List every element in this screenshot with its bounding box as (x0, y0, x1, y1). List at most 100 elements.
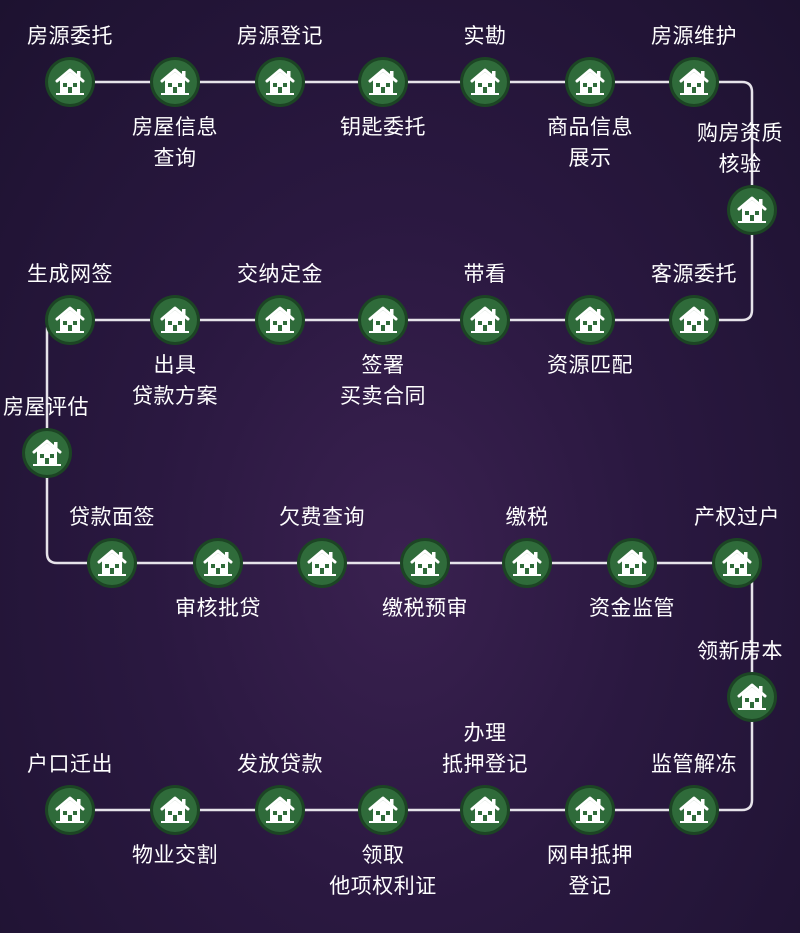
step-label-s19: 欠费查询 (279, 502, 365, 533)
house-icon (21, 427, 73, 483)
step-node-s29 (254, 784, 306, 836)
step-node-s30 (149, 784, 201, 836)
step-label-line: 房屋信息 (132, 115, 218, 139)
house-icon (149, 56, 201, 112)
step-node-s26 (564, 784, 616, 836)
step-label-line: 缴税预审 (382, 596, 468, 620)
house-icon (711, 537, 763, 593)
step-label-line: 网申抵押 (547, 843, 633, 867)
step-label-s15: 生成网签 (27, 259, 113, 290)
step-label-line: 缴税 (505, 505, 549, 529)
step-label-line: 监管解冻 (651, 752, 737, 776)
step-label-s18: 审核批贷 (175, 593, 261, 624)
step-label-line: 资金监管 (589, 596, 675, 620)
step-label-s23: 产权过户 (694, 502, 780, 533)
step-node-s6 (564, 56, 616, 108)
house-icon (399, 537, 451, 593)
house-icon (296, 537, 348, 593)
step-label-line: 资源匹配 (547, 353, 633, 377)
step-label-line: 带看 (463, 262, 507, 286)
step-node-s19 (296, 537, 348, 589)
house-icon (726, 671, 778, 727)
flow-connector-line (45, 80, 754, 812)
step-node-s4 (357, 56, 409, 108)
step-label-line: 买卖合同 (340, 384, 426, 408)
house-icon (564, 294, 616, 350)
step-label-s11: 带看 (464, 259, 507, 290)
step-node-s9 (668, 294, 720, 346)
step-label-line: 办理 (463, 721, 507, 745)
house-icon (357, 56, 409, 112)
step-node-s25 (668, 784, 720, 836)
step-label-line: 签署 (361, 353, 405, 377)
house-icon (192, 537, 244, 593)
step-node-s31 (44, 784, 96, 836)
step-label-s6: 商品信息展示 (547, 112, 633, 174)
house-icon (726, 184, 778, 240)
step-node-s27 (459, 784, 511, 836)
house-icon (254, 784, 306, 840)
step-label-s12: 签署买卖合同 (340, 350, 426, 412)
step-label-line: 交纳定金 (237, 262, 323, 286)
step-label-line: 登记 (568, 874, 612, 898)
step-label-s9: 客源委托 (651, 259, 737, 290)
step-label-s31: 户口迁出 (27, 749, 113, 780)
step-label-s3: 房源登记 (237, 21, 323, 52)
step-label-s1: 房源委托 (27, 21, 113, 52)
step-label-line: 抵押登记 (442, 752, 528, 776)
step-label-line: 产权过户 (694, 505, 780, 529)
step-label-s16: 房屋评估 (3, 392, 89, 423)
house-icon (668, 294, 720, 350)
step-node-s24 (726, 671, 778, 723)
step-label-s14: 出具贷款方案 (132, 350, 218, 412)
step-label-s10: 资源匹配 (547, 350, 633, 381)
step-label-line: 购房资质 (697, 121, 783, 145)
house-icon (564, 56, 616, 112)
step-label-s20: 缴税预审 (382, 593, 468, 624)
step-label-s5: 实勘 (464, 21, 507, 52)
house-icon (357, 784, 409, 840)
step-label-line: 实勘 (463, 24, 507, 48)
step-node-s1 (44, 56, 96, 108)
step-node-s13 (254, 294, 306, 346)
step-node-s20 (399, 537, 451, 589)
step-label-line: 查询 (153, 146, 197, 170)
step-node-s5 (459, 56, 511, 108)
house-icon (86, 537, 138, 593)
house-icon (357, 294, 409, 350)
step-node-s16 (21, 427, 73, 479)
step-node-s14 (149, 294, 201, 346)
house-icon (44, 784, 96, 840)
house-icon (564, 784, 616, 840)
step-label-s13: 交纳定金 (237, 259, 323, 290)
house-icon (668, 56, 720, 112)
step-node-s15 (44, 294, 96, 346)
step-label-line: 他项权利证 (329, 874, 437, 898)
step-label-line: 房屋评估 (3, 395, 89, 419)
step-label-s24: 领新房本 (697, 636, 783, 667)
house-icon (668, 784, 720, 840)
house-icon (459, 294, 511, 350)
house-icon (149, 784, 201, 840)
step-label-s2: 房屋信息查询 (132, 112, 218, 174)
step-label-s21: 缴税 (506, 502, 549, 533)
step-label-line: 核验 (718, 152, 762, 176)
house-icon (44, 56, 96, 112)
step-node-s28 (357, 784, 409, 836)
step-node-s22 (606, 537, 658, 589)
step-label-line: 房源登记 (237, 24, 323, 48)
house-icon (149, 294, 201, 350)
step-label-line: 房源委托 (27, 24, 113, 48)
step-label-line: 钥匙委托 (340, 115, 426, 139)
step-label-s30: 物业交割 (132, 840, 218, 871)
step-label-line: 领新房本 (697, 639, 783, 663)
step-label-line: 贷款面签 (69, 505, 155, 529)
step-node-s2 (149, 56, 201, 108)
step-label-line: 物业交割 (132, 843, 218, 867)
house-icon (254, 56, 306, 112)
step-label-s26: 网申抵押登记 (547, 840, 633, 902)
step-label-line: 欠费查询 (279, 505, 365, 529)
step-node-s21 (501, 537, 553, 589)
step-node-s12 (357, 294, 409, 346)
step-node-s8 (726, 184, 778, 236)
